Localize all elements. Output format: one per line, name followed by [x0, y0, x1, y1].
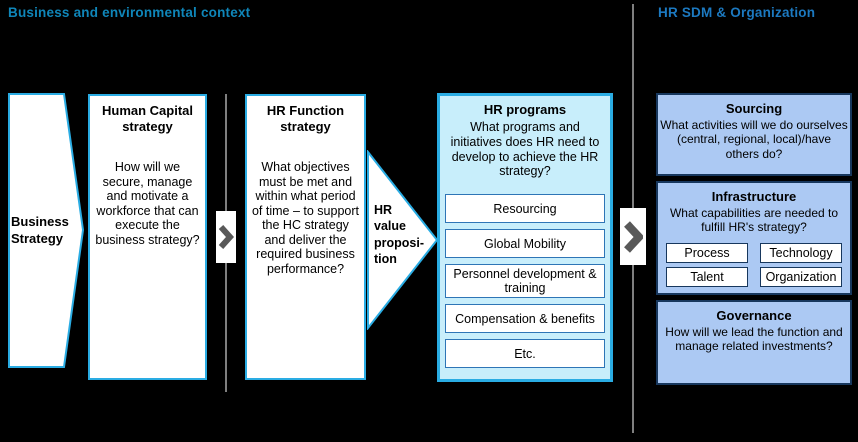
sourcing-box: Sourcing What activities will we do ours…	[656, 93, 852, 176]
human-capital-strategy-box: Human Capital strategy How will we secur…	[88, 94, 207, 380]
hr-programs-box: HR programs What programs and initiative…	[437, 93, 613, 382]
flow-connector-1	[216, 211, 236, 263]
chevron-right-icon	[218, 224, 234, 250]
chevron-right-icon	[624, 220, 643, 253]
hr-program-item-global-mobility: Global Mobility	[445, 229, 605, 258]
governance-title: Governance	[716, 308, 792, 323]
section-title-hr-sdm-organization: HR SDM & Organization	[658, 5, 816, 20]
capability-item-process: Process	[666, 242, 748, 263]
section-title-business-context: Business and environmental context	[8, 5, 251, 20]
hr-program-item-resourcing: Resourcing	[445, 194, 605, 223]
hr-program-item-compensation-benefits: Compensation & benefits	[445, 304, 605, 333]
hr-program-item-etc: Etc.	[445, 339, 605, 368]
infrastructure-body: What capabilities are needed to fulfill …	[669, 206, 839, 235]
hr-function-strategy-box: HR Function strategy What objectives mus…	[245, 94, 366, 380]
governance-body: How will we lead the function and manage…	[665, 325, 843, 354]
business-strategy-label: Business Strategy	[11, 214, 69, 246]
infrastructure-capability-grid: Process Technology Talent Organization	[660, 242, 848, 287]
sourcing-body: What activities will we do ourselves (ce…	[660, 118, 848, 161]
hr-value-proposition-arrow: HR value proposi- tion	[367, 150, 439, 330]
hr-function-strategy-title: HR Function strategy	[266, 103, 345, 134]
infrastructure-title: Infrastructure	[711, 189, 797, 204]
governance-box: Governance How will we lead the function…	[656, 300, 852, 385]
pentagon-arrow-shape	[8, 93, 84, 368]
hr-programs-title: HR programs	[483, 102, 567, 117]
human-capital-strategy-title: Human Capital strategy	[101, 103, 193, 134]
triangle-arrow-shape	[367, 150, 439, 330]
hr-programs-list: Resourcing Global Mobility Personnel dev…	[445, 194, 605, 368]
infrastructure-box: Infrastructure What capabilities are nee…	[656, 181, 852, 295]
hr-program-item-personnel-development: Personnel development & training	[445, 264, 605, 298]
hr-function-strategy-body: What objectives must be met and within w…	[251, 160, 359, 276]
human-capital-strategy-body: How will we secure, manage and motivate …	[95, 160, 200, 247]
capability-item-technology: Technology	[760, 242, 842, 263]
hr-programs-body: What programs and initiatives does HR ne…	[450, 120, 600, 179]
capability-item-organization: Organization	[760, 266, 842, 287]
business-strategy-shape: Business Strategy	[8, 93, 84, 368]
hr-value-proposition-label: HR value proposi- tion	[374, 203, 424, 266]
sourcing-title: Sourcing	[725, 101, 783, 116]
flow-connector-2	[620, 208, 646, 265]
capability-item-talent: Talent	[666, 266, 748, 287]
